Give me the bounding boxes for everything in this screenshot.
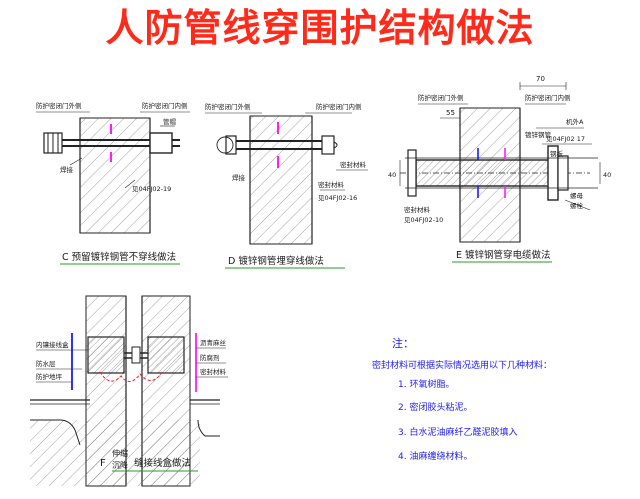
detail-e-label-dim-r: 40 xyxy=(603,171,611,179)
detail-e-label-inner: 防护密闭门内侧 xyxy=(525,93,571,102)
detail-f-box-left xyxy=(87,336,125,374)
detail-e-label-cover: 钢板 xyxy=(550,149,564,158)
detail-f-caption-line1: 伸缩 xyxy=(112,448,128,458)
detail-c-wall xyxy=(79,117,151,234)
detail-c-label-weld: 焊接 xyxy=(60,165,74,174)
detail-f-box-right xyxy=(147,336,185,374)
detail-d-label-weld: 焊接 xyxy=(232,173,246,182)
detail-e-label-outer: 防护密闭门外侧 xyxy=(418,93,464,102)
detail-e-caption: E 镀锌钢管穿电缆做法 xyxy=(456,249,551,261)
notes: 注： 密封材料可根据实际情况选用以下几种材料： 1. 环氧树脂。 2. 密闭胶头… xyxy=(372,336,552,462)
detail-f-caption-main: 缝接线盒做法 xyxy=(134,457,191,469)
detail-d-label-ref: 见04FJ02-16 xyxy=(318,194,357,202)
detail-e-label-a: 机外A xyxy=(566,117,584,126)
detail-d: 防护密闭门外侧 防护密闭门内侧 密封材料 焊接 密封材料 见04FJ02-16 … xyxy=(205,102,368,269)
detail-c-cap xyxy=(149,132,173,154)
detail-f: 内镶接线盒 防水层 防护地坪 沥青麻丝 防腐剂 密封材料 F 伸缩 沉降 缝接线… xyxy=(30,295,228,487)
detail-c: 防护密闭门外侧 防护密闭门内侧 管帽 焊接 见04FJ02-19 C 预留镀锌钢… xyxy=(36,101,190,265)
detail-f-label-r2: 防腐剂 xyxy=(200,353,220,362)
detail-e-label-bolt: 螺栓 xyxy=(570,201,584,210)
detail-f-label-floor: 防护地坪 xyxy=(36,372,63,381)
notes-intro: 密封材料可根据实际情况选用以下几种材料： xyxy=(372,359,552,371)
notes-heading: 注： xyxy=(392,336,414,350)
detail-d-label-seal: 密封材料 xyxy=(340,160,367,169)
detail-c-label-cap: 管帽 xyxy=(163,117,177,126)
detail-e: 70 55 防护密闭门外侧 防护密闭门内侧 机外A 镀锌钢管 见04FJ02 1… xyxy=(388,75,611,263)
page-title: 人防管线穿围护结构做法 xyxy=(105,6,535,50)
detail-e-label-pipe: 镀锌钢管 xyxy=(525,130,552,139)
detail-f-flex-cable xyxy=(99,371,163,382)
detail-d-label-mid: 密封材料 xyxy=(318,180,345,189)
detail-e-label-nut: 螺母 xyxy=(570,191,584,200)
detail-e-dim-left: 55 xyxy=(446,109,455,117)
detail-f-label-waterproof: 防水层 xyxy=(36,359,56,368)
notes-item-4: 4. 油麻缠绕材料。 xyxy=(398,450,472,462)
notes-item-2: 2. 密闭胶头粘泥。 xyxy=(398,401,472,413)
detail-e-label-ref-bottom: 见04FJ02-10 xyxy=(404,216,443,224)
notes-item-3: 3. 白水泥油麻纤乙醛泥胶填入 xyxy=(398,426,517,438)
detail-e-dim-top: 70 xyxy=(536,75,545,83)
detail-f-label-box: 内镶接线盒 xyxy=(36,340,69,349)
detail-e-label-ref-top: 见04FJ02 17 xyxy=(546,135,585,143)
detail-f-label-r3: 密封材料 xyxy=(200,367,227,376)
detail-f-caption-line2: 沉降 xyxy=(112,460,128,470)
detail-d-label-inner: 防护密闭门内侧 xyxy=(316,102,362,111)
detail-c-caption: C 预留镀锌钢管不穿线做法 xyxy=(62,251,176,263)
detail-d-caption: D 镀锌钢管埋穿线做法 xyxy=(228,255,324,267)
detail-c-label-outer: 防护密闭门外侧 xyxy=(36,101,82,110)
detail-e-label-seal: 密封材料 xyxy=(404,205,431,214)
detail-d-cable-left xyxy=(216,136,234,154)
detail-f-caption-prefix: F xyxy=(100,458,106,469)
detail-d-wall xyxy=(249,115,313,245)
detail-d-label-outer: 防护密闭门外侧 xyxy=(205,102,251,111)
detail-c-label-inner: 防护密闭门内侧 xyxy=(142,101,188,110)
detail-e-label-dim-v: 40 xyxy=(388,171,396,179)
notes-item-1: 1. 环氧树脂。 xyxy=(398,378,454,390)
detail-f-label-r1: 沥青麻丝 xyxy=(200,338,227,347)
detail-c-label-ref: 见04FJ02-19 xyxy=(132,185,171,193)
